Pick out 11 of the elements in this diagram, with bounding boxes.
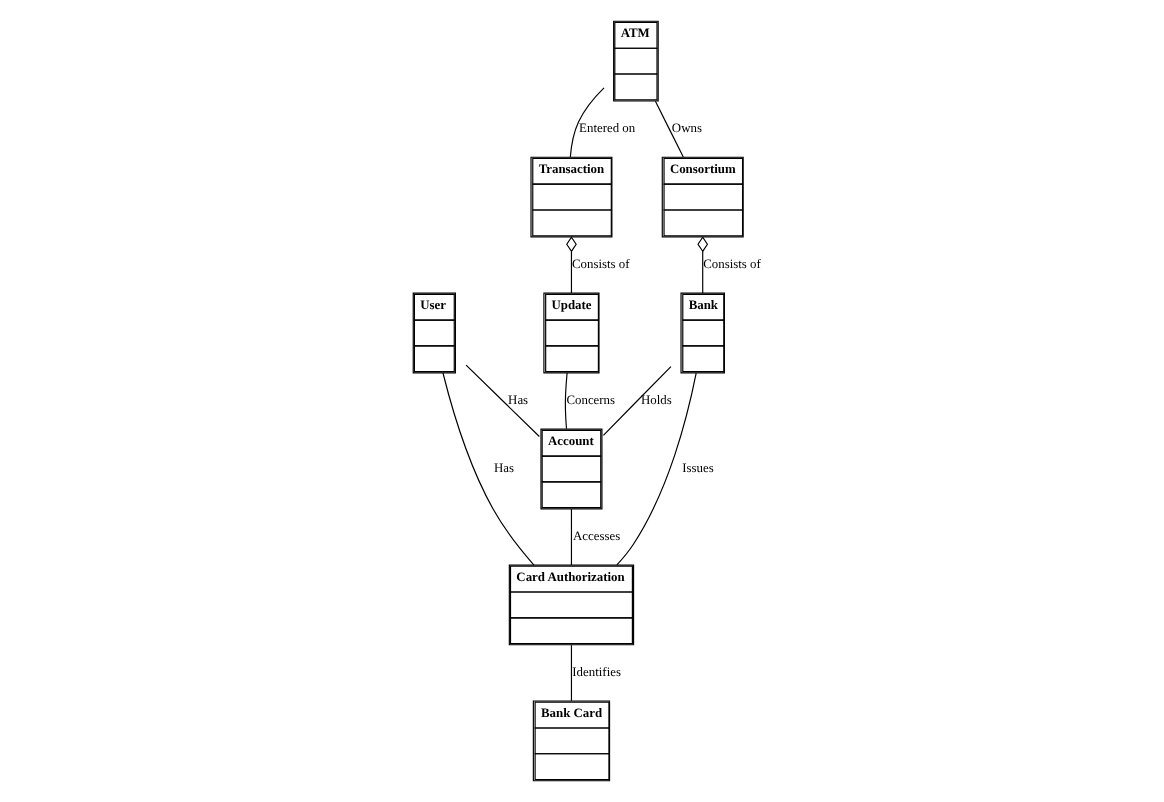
connector	[570, 508, 573, 566]
connector	[654, 100, 684, 158]
connector	[569, 87, 605, 158]
connector	[616, 372, 697, 566]
connector	[465, 364, 540, 438]
connector	[570, 644, 573, 702]
connector	[442, 372, 535, 566]
connector	[697, 236, 709, 294]
connector	[564, 372, 568, 430]
connector	[602, 365, 672, 436]
connector	[566, 236, 577, 294]
